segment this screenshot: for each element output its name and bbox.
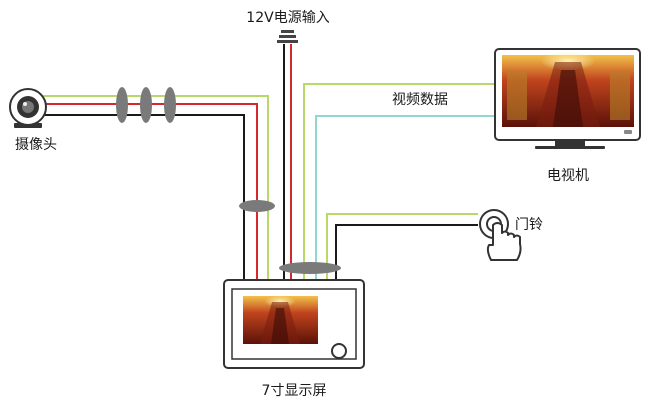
camera-icon	[9, 88, 47, 128]
camera-green-wire	[38, 95, 269, 280]
camera-red-wire	[38, 103, 258, 280]
video-label: 视频数据	[392, 92, 448, 108]
tv-green-wire	[303, 83, 496, 280]
doorbell-black-wire	[335, 224, 478, 280]
tv-cyan-wire	[315, 115, 496, 280]
doorbell-icon	[479, 209, 522, 261]
camera-label: 摄像头	[15, 137, 57, 153]
monitor-label: 7寸显示屏	[262, 383, 327, 399]
wires	[38, 44, 496, 280]
power-label: 12V电源输入	[246, 10, 329, 26]
tv-icon	[494, 48, 641, 149]
doorbell-label: 门铃	[515, 217, 543, 233]
monitor-icon	[223, 279, 365, 369]
cable-tie	[140, 87, 152, 123]
cable-tie	[164, 87, 176, 123]
tv-label: 电视机	[547, 168, 589, 184]
power-connector-icon	[277, 30, 298, 43]
cable-tie	[116, 87, 128, 123]
cable-ties	[116, 87, 341, 274]
cable-tie	[239, 200, 275, 212]
cable-tie	[279, 262, 341, 274]
doorbell-green-wire	[326, 213, 478, 280]
camera-black-wire	[44, 114, 245, 280]
